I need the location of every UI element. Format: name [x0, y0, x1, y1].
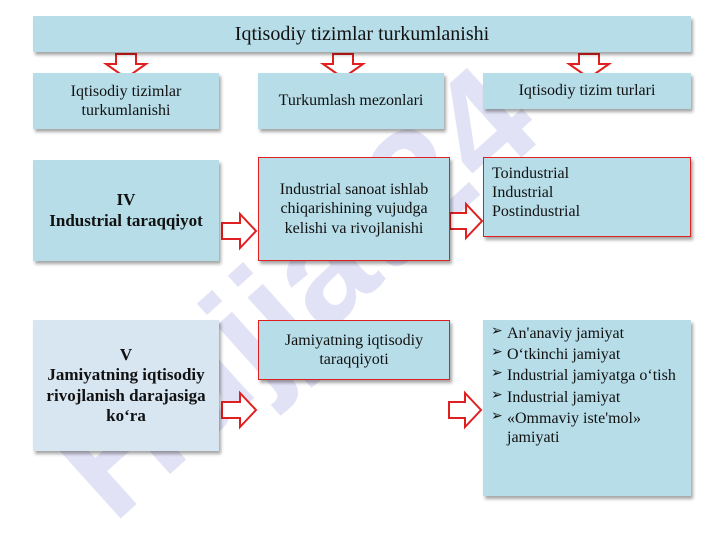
row2-number: V: [119, 344, 133, 364]
arrow-bullet-icon: ➢: [491, 408, 503, 424]
list-item: ➢An'anaviy jamiyat: [491, 324, 625, 342]
row2-type-list: ➢An'anaviy jamiyat ➢O‘tkinchi jamiyat ➢I…: [489, 324, 685, 449]
right-arrow-row1-b: [449, 201, 484, 241]
row2-left-text: Jamiyatning iqtisodiy rivojlanish daraja…: [46, 365, 206, 425]
arrow-bullet-icon: ➢: [491, 324, 503, 339]
diagram-title: Iqtisodiy tizimlar turkumlanishi: [33, 16, 691, 52]
arrow-bullet-icon: ➢: [491, 366, 503, 382]
right-arrow-row2-b: [448, 390, 483, 430]
row2-middle-box: Jamiyatning iqtisodiy taraqqiyoti: [258, 320, 450, 380]
list-item: ➢O‘tkinchi jamiyat: [491, 345, 621, 364]
header-criteria: Turkumlash mezonlari: [258, 73, 444, 129]
row1-type-item: Postindustrial: [492, 203, 581, 221]
list-item: ➢«Ommaviy iste'mol» jamiyati: [491, 408, 641, 446]
row1-right-box: Toindustrial Industrial Postindustrial: [483, 157, 691, 237]
row2-left-box: V Jamiyatning iqtisodiy rivojlanish dara…: [33, 320, 219, 451]
down-arrow-2: [319, 53, 367, 80]
row1-left-box: IV Industrial taraqqiyot: [33, 160, 219, 261]
row1-type-item: Toindustrial: [492, 165, 570, 182]
header-system-types: Iqtisodiy tizim turlari: [483, 73, 691, 109]
right-arrow-row1-a: [221, 211, 258, 251]
header-classification: Iqtisodiy tizimlar turkumlanishi: [33, 73, 219, 129]
arrow-bullet-icon: ➢: [491, 387, 503, 403]
down-arrow-1: [102, 53, 150, 80]
row1-type-item: Industrial: [492, 184, 554, 202]
row1-number: IV: [116, 190, 136, 210]
row1-left-text: Industrial taraqqiyot: [49, 210, 203, 230]
down-arrow-3: [565, 53, 613, 80]
row1-middle-box: Industrial sanoat ishlab chiqarishining …: [258, 157, 450, 261]
right-arrow-row2-a: [221, 390, 258, 430]
row2-right-box: ➢An'anaviy jamiyat ➢O‘tkinchi jamiyat ➢I…: [483, 320, 691, 496]
list-item: ➢Industrial jamiyatga o‘tish: [491, 366, 676, 385]
list-item: ➢Industrial jamiyat: [491, 387, 621, 406]
arrow-bullet-icon: ➢: [491, 345, 503, 361]
